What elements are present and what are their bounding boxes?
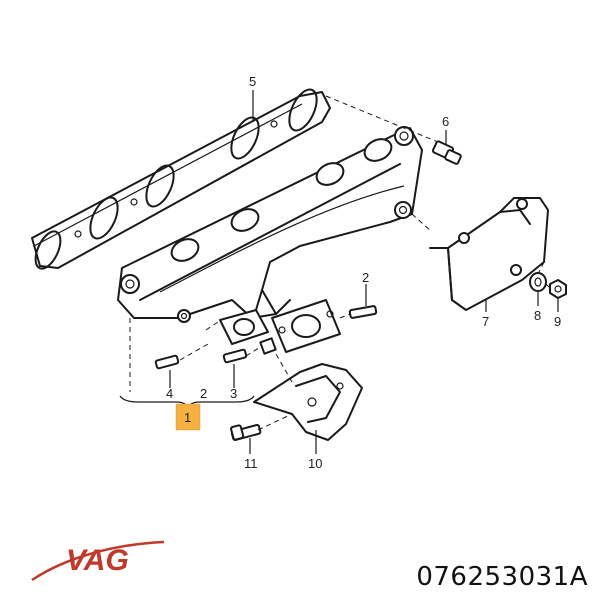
manifold-gasket [31,88,331,270]
callout-11: 11 [244,456,258,471]
callout-6: 6 [442,114,449,129]
outlet-gasket [219,309,269,345]
assembly-lines [129,95,551,431]
callout-10: 10 [308,456,322,471]
callout-3: 3 [230,386,237,401]
callout-2-upper: 2 [362,270,369,285]
bolt-11 [230,423,262,442]
heat-shield [429,197,549,311]
outlet-flange [259,299,341,355]
callout-2-lower: 2 [200,386,207,401]
stud-4 [154,354,180,370]
vag-logo: VAG [31,540,165,582]
nut-9 [549,279,567,299]
callout-labels: 5 6 7 8 9 2 4 2 3 1 11 10 [166,74,561,471]
support-bracket [253,363,363,441]
callout-8: 8 [534,308,541,323]
callout-1: 1 [184,410,191,425]
stud-6 [431,140,462,165]
callout-5: 5 [249,74,256,89]
callout-9: 9 [554,314,561,329]
exhaust-manifold [117,126,423,323]
callout-7: 7 [482,314,489,329]
washer-8 [529,272,547,292]
part-number: 076253031A [416,562,588,592]
callout-4: 4 [166,386,173,401]
vag-logo-text: VAG [66,544,129,577]
stud-2 [348,305,378,319]
stud-3 [222,348,248,364]
callout-highlight [175,403,201,431]
